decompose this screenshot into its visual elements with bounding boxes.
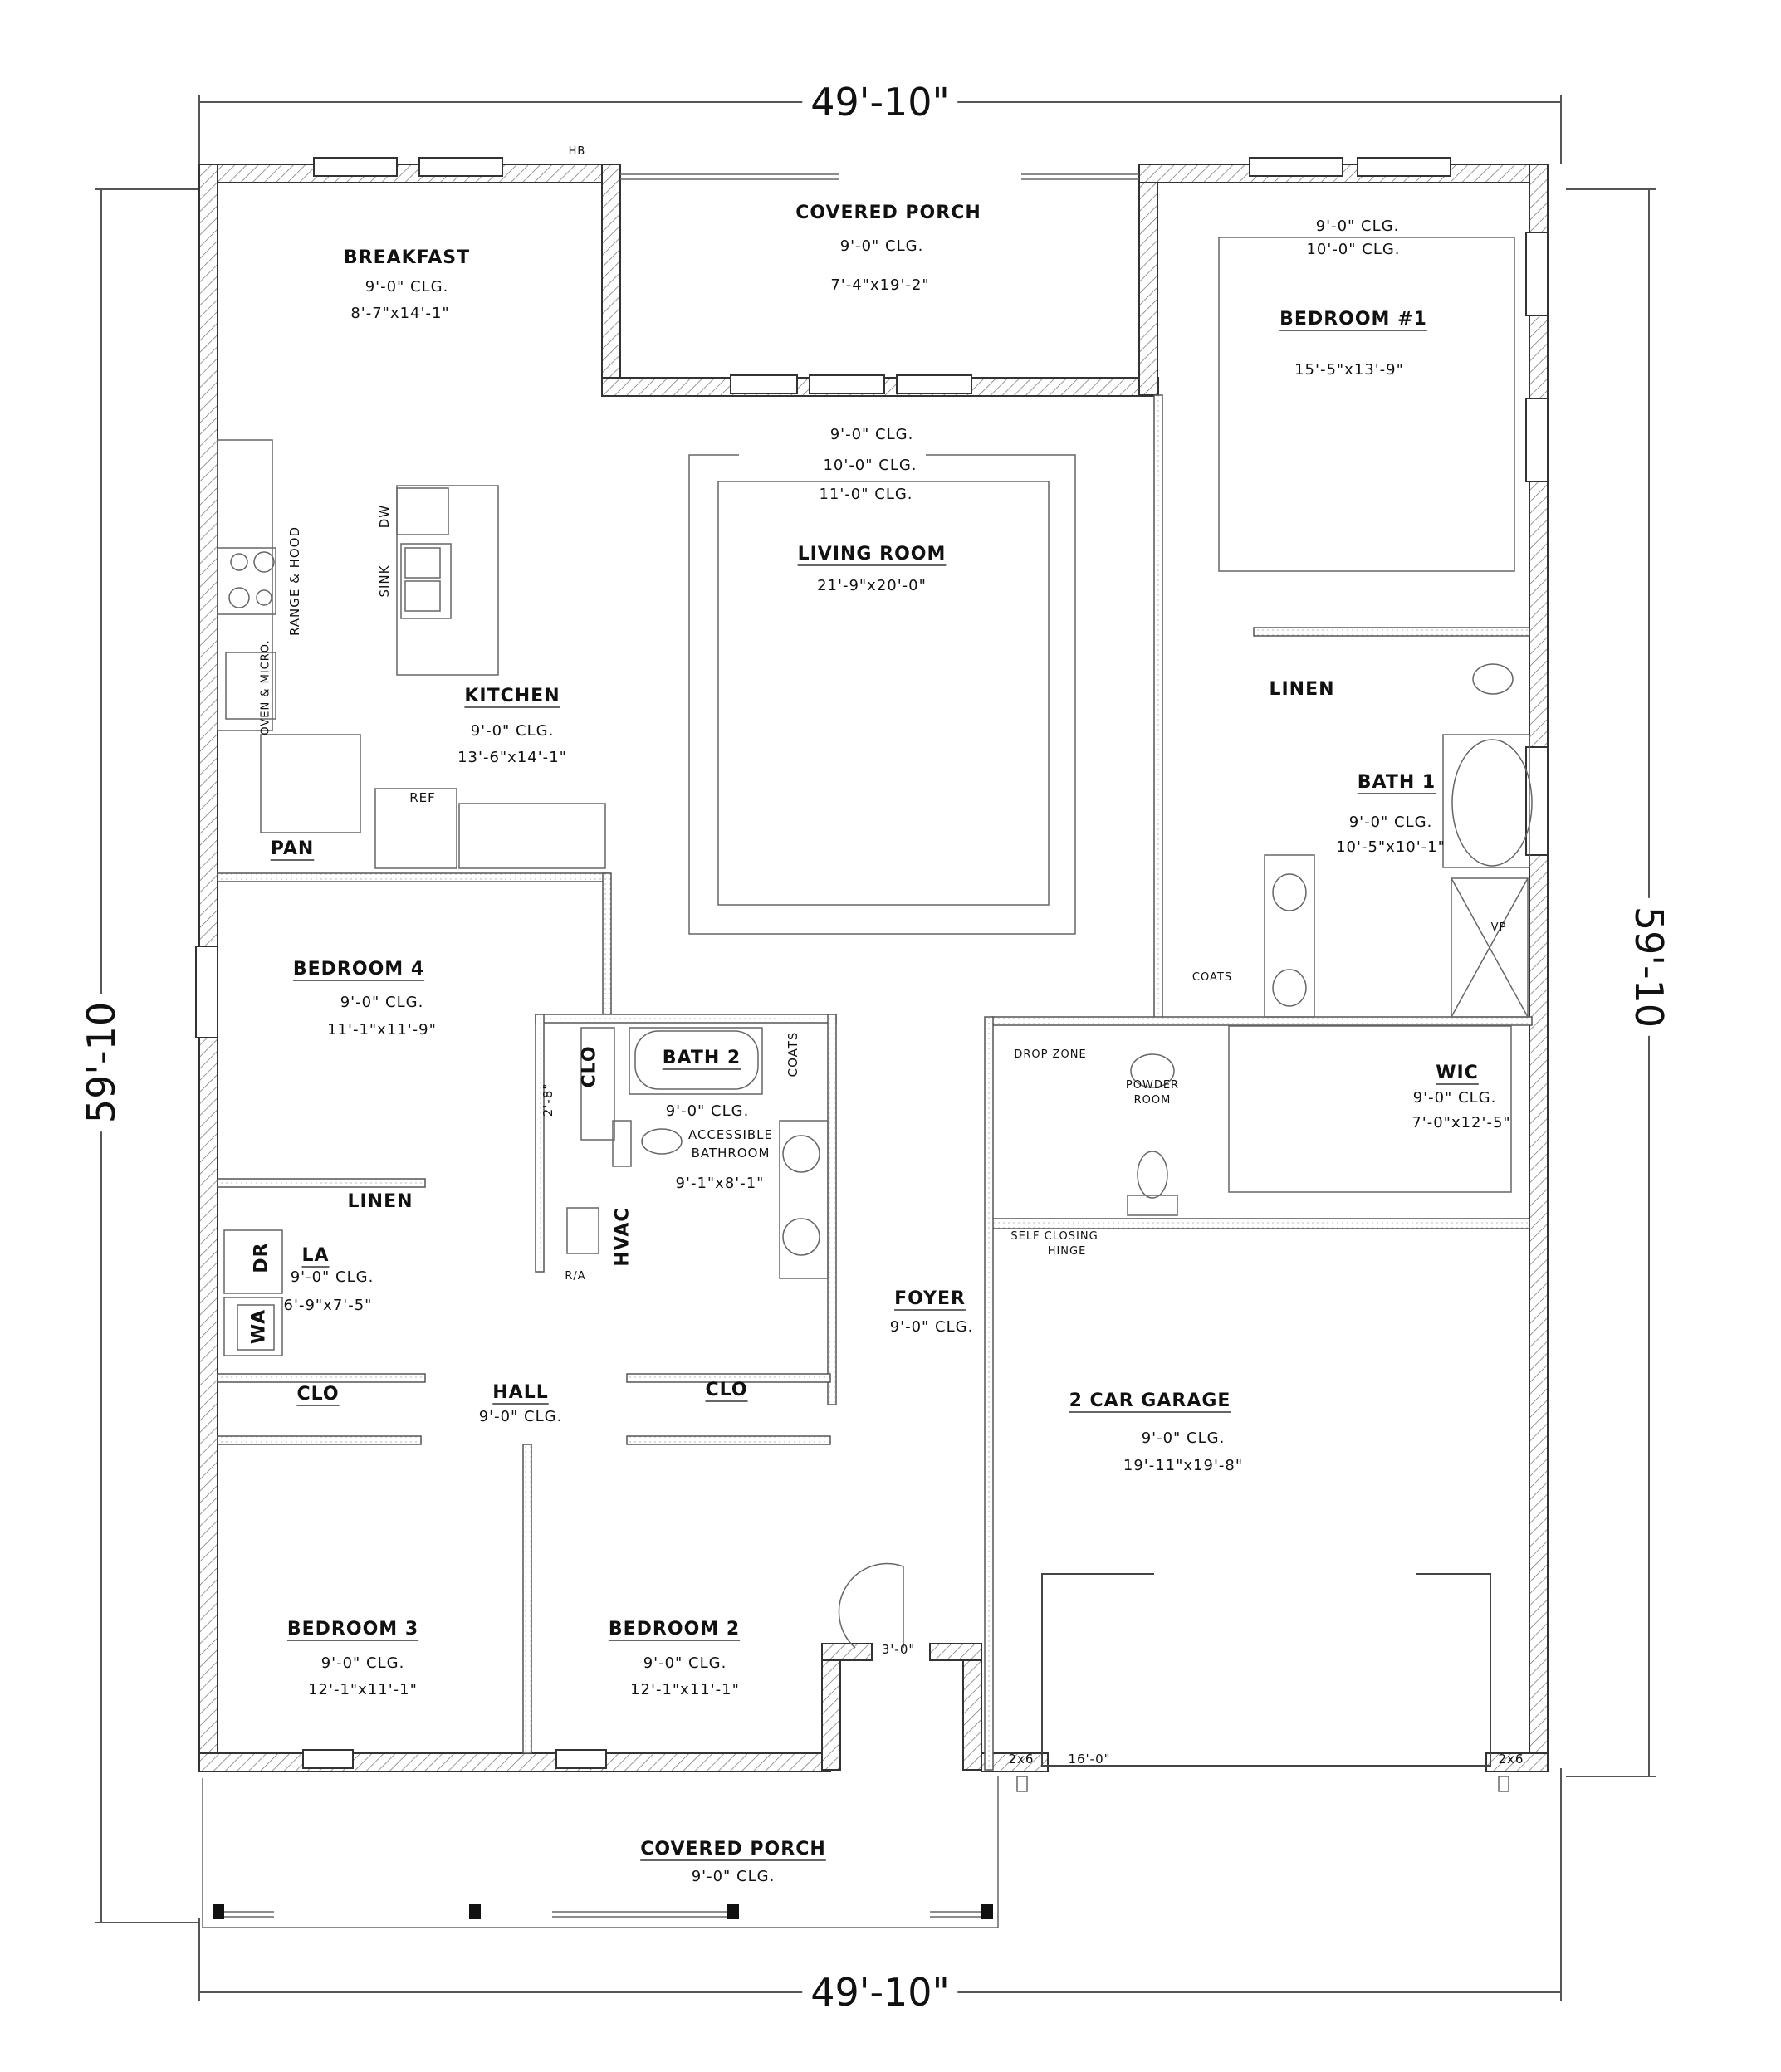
powder-room-line-1: POWDER bbox=[1125, 1079, 1180, 1092]
kitchen-fixtures bbox=[217, 439, 606, 869]
self-closing-line-2: HINGE bbox=[1047, 1245, 1087, 1258]
return-air-label: R/A bbox=[565, 1270, 586, 1283]
bottom-width-dimension: 49'-10" bbox=[802, 1970, 958, 2015]
wic-size: 7'-0"x12'-5" bbox=[1412, 1114, 1511, 1131]
bedroom1-tray-ceiling bbox=[1218, 237, 1515, 572]
room-name-coats-master: COATS bbox=[1191, 971, 1233, 984]
refrigerator-label: REF bbox=[409, 790, 436, 805]
rear-porch-size: 7'-4"x19'-2" bbox=[830, 276, 930, 294]
sink-label: SINK bbox=[377, 564, 392, 598]
oven-label: OVEN & MICRO. bbox=[259, 639, 272, 735]
room-name-bedroom3: BEDROOM 3 bbox=[286, 1619, 419, 1640]
bedroom2-size: 12'-1"x11'-1" bbox=[630, 1681, 740, 1698]
powder-room-line-2: ROOM bbox=[1133, 1094, 1172, 1107]
foyer-ceiling: 9'-0" CLG. bbox=[889, 1318, 974, 1336]
room-name-clo-bed3: CLO bbox=[296, 1384, 340, 1405]
bath2-ceiling: 9'-0" CLG. bbox=[665, 1102, 750, 1120]
room-name-bedroom1: BEDROOM #1 bbox=[1279, 309, 1427, 330]
living-ceiling-1: 9'-0" CLG. bbox=[829, 426, 914, 443]
breakfast-ceiling: 9'-0" CLG. bbox=[365, 278, 449, 296]
garage-size: 19'-11"x19'-8" bbox=[1123, 1457, 1244, 1474]
top-width-dimension: 49'-10" bbox=[802, 80, 958, 125]
room-name-bath1: BATH 1 bbox=[1357, 772, 1436, 793]
bedroom3-size: 12'-1"x11'-1" bbox=[308, 1681, 418, 1698]
room-name-hall: HALL bbox=[492, 1382, 549, 1403]
room-name-garage: 2 CAR GARAGE bbox=[1069, 1390, 1231, 1411]
living-room-size: 21'-9"x20'-0" bbox=[817, 577, 927, 594]
wic-shelving bbox=[1228, 1025, 1512, 1193]
room-name-front-porch: COVERED PORCH bbox=[640, 1839, 826, 1859]
room-name-clo-bath2: CLO bbox=[579, 1045, 600, 1088]
interior-walls bbox=[217, 394, 1533, 1771]
room-name-laundry: LA bbox=[301, 1245, 330, 1266]
room-name-rear-porch: COVERED PORCH bbox=[795, 203, 981, 223]
laundry-size: 6'-9"x7'-5" bbox=[283, 1297, 373, 1314]
room-name-bedroom2: BEDROOM 2 bbox=[608, 1619, 741, 1640]
living-room-tray-ceiling bbox=[688, 454, 1076, 935]
living-ceiling-3: 11'-0" CLG. bbox=[819, 486, 913, 503]
bath1-size: 10'-5"x10'-1" bbox=[1336, 838, 1446, 856]
room-name-drop-zone: DROP ZONE bbox=[1014, 1048, 1087, 1061]
garage-door-width: 16'-0" bbox=[1068, 1752, 1111, 1767]
right-depth-dimension: 59'-10 bbox=[1627, 897, 1671, 1037]
garage-post-left: 2x6 bbox=[1008, 1752, 1035, 1767]
kitchen-size: 13'-6"x14'-1" bbox=[457, 749, 567, 766]
wic-ceiling: 9'-0" CLG. bbox=[1412, 1089, 1497, 1107]
front-door-width: 3'-0" bbox=[881, 1642, 916, 1657]
hall-ceiling: 9'-0" CLG. bbox=[478, 1408, 563, 1425]
room-name-foyer: FOYER bbox=[894, 1288, 966, 1309]
bath1-fixtures bbox=[1264, 663, 1533, 1018]
bedroom1-ceiling-1: 9'-0" CLG. bbox=[1315, 217, 1400, 235]
room-name-coats-bath2: COATS bbox=[785, 1031, 800, 1078]
room-name-linen-master: LINEN bbox=[1269, 679, 1335, 700]
laundry-ceiling: 9'-0" CLG. bbox=[290, 1268, 374, 1286]
kitchen-ceiling: 9'-0" CLG. bbox=[470, 722, 555, 740]
living-ceiling-2: 10'-0" CLG. bbox=[823, 457, 917, 474]
bedroom4-size: 11'-1"x11'-9" bbox=[327, 1021, 437, 1038]
garage-door bbox=[1041, 1573, 1491, 1767]
bath2-note-bathroom: BATHROOM bbox=[691, 1146, 771, 1161]
washer-label: WA bbox=[248, 1308, 270, 1345]
dishwasher-label: DW bbox=[377, 504, 392, 529]
bath2-fixtures bbox=[566, 1027, 829, 1279]
rear-porch-ceiling: 9'-0" CLG. bbox=[839, 237, 924, 255]
rear-porch-rails bbox=[620, 173, 1139, 180]
shower-label: VP bbox=[1490, 921, 1507, 934]
bedroom2-ceiling: 9'-0" CLG. bbox=[643, 1654, 727, 1672]
bedroom3-ceiling: 9'-0" CLG. bbox=[320, 1654, 405, 1672]
room-name-pantry: PAN bbox=[270, 838, 315, 859]
door-width-2-8: 2'-8" bbox=[541, 1082, 555, 1117]
garage-ceiling: 9'-0" CLG. bbox=[1141, 1429, 1226, 1447]
garage-post-right: 2x6 bbox=[1498, 1752, 1524, 1767]
range-label: RANGE & HOOD bbox=[287, 525, 302, 637]
room-name-bath2: BATH 2 bbox=[662, 1048, 741, 1068]
room-name-breakfast: BREAKFAST bbox=[343, 247, 471, 268]
self-closing-line-1: SELF CLOSING bbox=[1010, 1230, 1098, 1243]
room-name-wic: WIC bbox=[1436, 1063, 1479, 1083]
room-name-clo-bed2: CLO bbox=[705, 1380, 748, 1400]
room-name-bedroom4: BEDROOM 4 bbox=[292, 959, 425, 980]
front-porch-ceiling: 9'-0" CLG. bbox=[691, 1868, 776, 1885]
bath2-note-accessible: ACCESSIBLE bbox=[687, 1127, 774, 1142]
dryer-label: DR bbox=[251, 1242, 272, 1273]
front-door-swing bbox=[838, 1562, 904, 1649]
bedroom1-size: 15'-5"x13'-9" bbox=[1294, 361, 1404, 379]
bedroom4-ceiling: 9'-0" CLG. bbox=[340, 994, 424, 1011]
garage-post-markers bbox=[1016, 1776, 1509, 1792]
hvac-label: HVAC bbox=[612, 1207, 634, 1267]
bath2-size: 9'-1"x8'-1" bbox=[675, 1175, 765, 1192]
breakfast-size: 8'-7"x14'-1" bbox=[350, 305, 450, 322]
laundry-fixtures bbox=[223, 1229, 283, 1356]
room-name-kitchen: KITCHEN bbox=[464, 686, 560, 706]
bedroom1-ceiling-2: 10'-0" CLG. bbox=[1306, 241, 1401, 258]
front-porch bbox=[202, 1776, 999, 1928]
room-name-linen-hall: LINEN bbox=[347, 1191, 413, 1212]
hose-bib-label: HB bbox=[568, 145, 586, 158]
powder-room-fixtures bbox=[1127, 1053, 1178, 1216]
left-depth-dimension: 59'-10 bbox=[79, 993, 124, 1132]
bath1-ceiling: 9'-0" CLG. bbox=[1348, 814, 1433, 831]
room-name-living-room: LIVING ROOM bbox=[797, 544, 947, 564]
